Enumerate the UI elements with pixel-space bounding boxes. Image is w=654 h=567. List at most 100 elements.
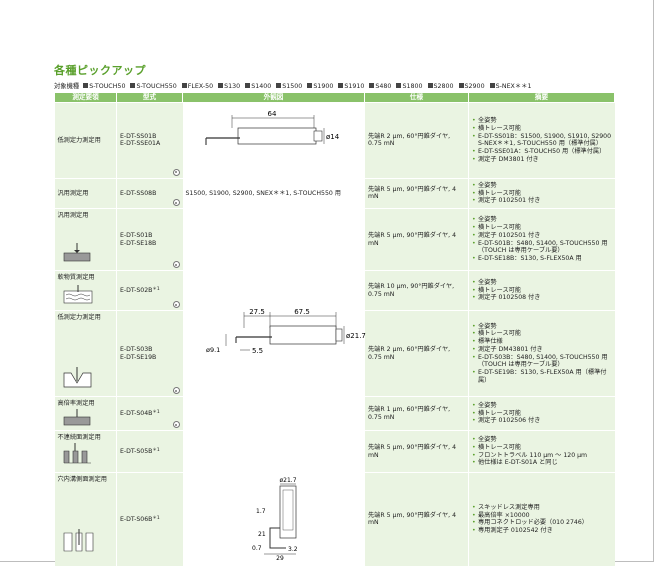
notes-cell: 全姿勢 横トレース可能 標準仕様 測定子 DM43801 付き E-DT-S03…	[468, 310, 615, 397]
purpose-cell: 穴内溝側面測定用	[54, 472, 117, 567]
notes-cell: 全姿勢 横トレース可能 測定子 0102501 付き E-DT-S01B：S48…	[468, 208, 615, 271]
note-item: E-DT-S03B：S480, S1400, S-TOUCH550 用（TOUC…	[472, 354, 612, 370]
dim-b: 21	[258, 531, 266, 538]
col-header-spec: 仕様	[364, 92, 469, 103]
note-item: 専用コネクトロッド必要（010 2746）	[472, 519, 612, 527]
purpose-cell: 高倍率測定用	[54, 396, 117, 431]
soft-material-icon	[63, 285, 92, 304]
section-title: 各種ピックアップ	[54, 64, 146, 77]
flat-surface-icon	[63, 243, 90, 262]
notes-cell: 全姿勢 横トレース可能 測定子 0102501 付き	[468, 178, 615, 210]
gear-icon	[172, 168, 180, 176]
model-tag: S-NEX＊＊1	[489, 83, 531, 90]
spec-cell: 先端R 5 µm, 90°円錐ダイヤ, 4 mN	[364, 178, 469, 210]
col-header-drawing: 外観図	[182, 92, 365, 103]
note-item: スキッドレス測定専用	[472, 504, 612, 512]
table-header-row: 測定要領 型式 外観図 仕様 摘要	[54, 92, 615, 103]
gear-icon	[172, 421, 180, 428]
model-tag: S2800	[427, 83, 454, 90]
gear-icon	[172, 387, 180, 394]
dim-a: 27.5	[249, 308, 265, 316]
spec-cell: 先端R 2 µm, 60°円錐ダイヤ, 0.75 mN	[364, 310, 469, 397]
table-row: 汎用測定用 E-DT-S01B E-DT-SE18B	[54, 208, 615, 473]
note-item: 全姿勢	[472, 117, 612, 125]
gear-icon	[172, 199, 180, 206]
gear-icon	[172, 261, 180, 268]
groove-surface-icon	[63, 367, 91, 388]
spec-cell: 先端R 5 µm, 90°円錐ダイヤ, 4 mN	[364, 472, 469, 567]
table-row: 穴内溝側面測定用 E-DT-S06B＊1 ø21.7 1.7 21	[54, 472, 615, 567]
table-row: 低測定力測定用 E-DT-SS01B E-DT-SSE01A 64 ø14	[54, 102, 615, 179]
pickup-drawing-ss01: 64 ø14	[204, 110, 340, 145]
dim-b: 67.5	[294, 308, 310, 316]
high-magnification-icon	[63, 409, 90, 426]
note-item: 標準仕様	[472, 338, 612, 346]
model-tag: S2900	[458, 83, 485, 90]
note-item: 測定子 0102501 付き	[472, 232, 612, 240]
col-header-notes: 摘要	[468, 92, 615, 103]
note-item: 横トレース可能	[472, 444, 612, 452]
dim-diameter: ø21.7	[346, 332, 366, 340]
dim-top-diameter: ø21.7	[279, 477, 296, 484]
note-item: 他仕様は E-DT-S01A と同じ	[472, 459, 612, 467]
note-item: E-DT-SE18B：S130, S-FLEX50A 用	[472, 255, 612, 263]
discontinuous-surface-icon	[63, 443, 91, 464]
note-item: 最高倍率 ×10000	[472, 512, 612, 520]
model-tag: S1900	[307, 83, 333, 90]
table-row: 軟物質測定用 E-DT-S02B＊1 先端R 10 µm, 90°円錐ダイヤ, …	[54, 270, 615, 311]
note-item: 測定子 DM43801 付き	[472, 346, 612, 354]
note-item: 横トレース可能	[472, 330, 612, 338]
gear-icon	[172, 301, 180, 308]
model-cell: E-DT-S04B＊1	[116, 396, 183, 431]
notes-cell: スキッドレス測定専用 最高倍率 ×10000 専用コネクトロッド必要（010 2…	[468, 472, 615, 567]
note-item: 測定子 0102506 付き	[472, 417, 612, 425]
dim-diameter: ø14	[326, 133, 340, 141]
note-item: E-DT-S01B：S480, S1400, S-TOUCH550 用（TOUC…	[472, 240, 612, 256]
model-tag: S480	[369, 83, 391, 90]
pickup-drawing-standard: 27.5 67.5 ø21.7 ø9.1 5.5	[206, 308, 366, 355]
dim-a: 1.7	[256, 508, 266, 515]
model-tag: S1910	[338, 83, 364, 90]
note-item: 横トレース可能	[472, 125, 612, 133]
note-item: 全姿勢	[472, 436, 612, 444]
note-item: 測定子 DM3801 付き	[472, 156, 612, 164]
note-item: 横トレース可能	[472, 287, 612, 295]
dim-c: 5.5	[252, 347, 263, 355]
dim-e: 29	[276, 555, 284, 562]
note-item: 横トレース可能	[472, 190, 612, 198]
note-item: E-DT-SSE01A：S-TOUCH50 用（標準付属）	[472, 148, 612, 156]
pickup-spec-table: 測定要領 型式 外観図 仕様 摘要 低測定力測定用 E-DT-SS01B E-D…	[54, 92, 615, 567]
drawing-cell: ø21.7 1.7 21 0.7 3.2 29	[182, 472, 365, 567]
col-header-purpose: 測定要領	[54, 92, 117, 103]
purpose-cell: 低測定力測定用	[54, 310, 117, 397]
table-row: 汎用測定用 E-DT-SS08B S1500, S1900, S2900, SN…	[54, 178, 615, 210]
target-models-label: 対象機種	[54, 83, 80, 90]
note-item: E-DT-SE19B：S130, S-FLEX50A 用（標準付属）	[472, 369, 612, 385]
note-item: フロントトラベル 110 µm ～ 120 µm	[472, 452, 612, 460]
model-cell: E-DT-S02B＊1	[116, 270, 183, 311]
hole-groove-icon	[63, 529, 93, 552]
dim-small-diameter: ø9.1	[206, 346, 220, 354]
spec-cell: 先端R 2 µm, 60°円錐ダイヤ, 0.75 mN	[364, 102, 469, 179]
purpose-cell: 低測定力測定用	[54, 102, 117, 179]
dim-length: 64	[267, 110, 276, 118]
model-tag: S130	[218, 83, 240, 90]
drawing-cell: 64 ø14	[182, 102, 365, 179]
model-tag: FLEX-50	[181, 83, 213, 90]
model-cell: E-DT-S06B＊1	[116, 472, 183, 567]
dim-d: 3.2	[288, 546, 298, 553]
table-row: 低測定力測定用 E-DT-S03B E-DT-SE19B 先端R 2 µm, 6…	[54, 310, 615, 397]
model-tag: S-TOUCH50	[83, 83, 125, 90]
note-item: 横トレース可能	[472, 410, 612, 418]
note-item: 測定子 0102508 付き	[472, 294, 612, 302]
target-models-line: 対象機種 S-TOUCH50 S-TOUCH550 FLEX-50 S130 S…	[54, 81, 654, 90]
notes-cell: 全姿勢 横トレース可能 測定子 0102506 付き	[468, 396, 615, 431]
table-row: 不連続面測定用 E-DT-S05B＊1 先端R 5 µm, 90°円錐ダイヤ, …	[54, 430, 615, 473]
purpose-cell: 不連続面測定用	[54, 430, 117, 473]
dim-c: 0.7	[252, 545, 262, 552]
model-cell: E-DT-S03B E-DT-SE19B	[116, 310, 183, 397]
drawing-cell-shared: 27.5 67.5 ø21.7 ø9.1 5.5	[182, 208, 366, 473]
note-item: 全姿勢	[472, 279, 612, 287]
purpose-cell: 汎用測定用	[54, 208, 117, 271]
spec-cell: 先端R 10 µm, 90°円錐ダイヤ, 0.75 mN	[364, 270, 469, 311]
